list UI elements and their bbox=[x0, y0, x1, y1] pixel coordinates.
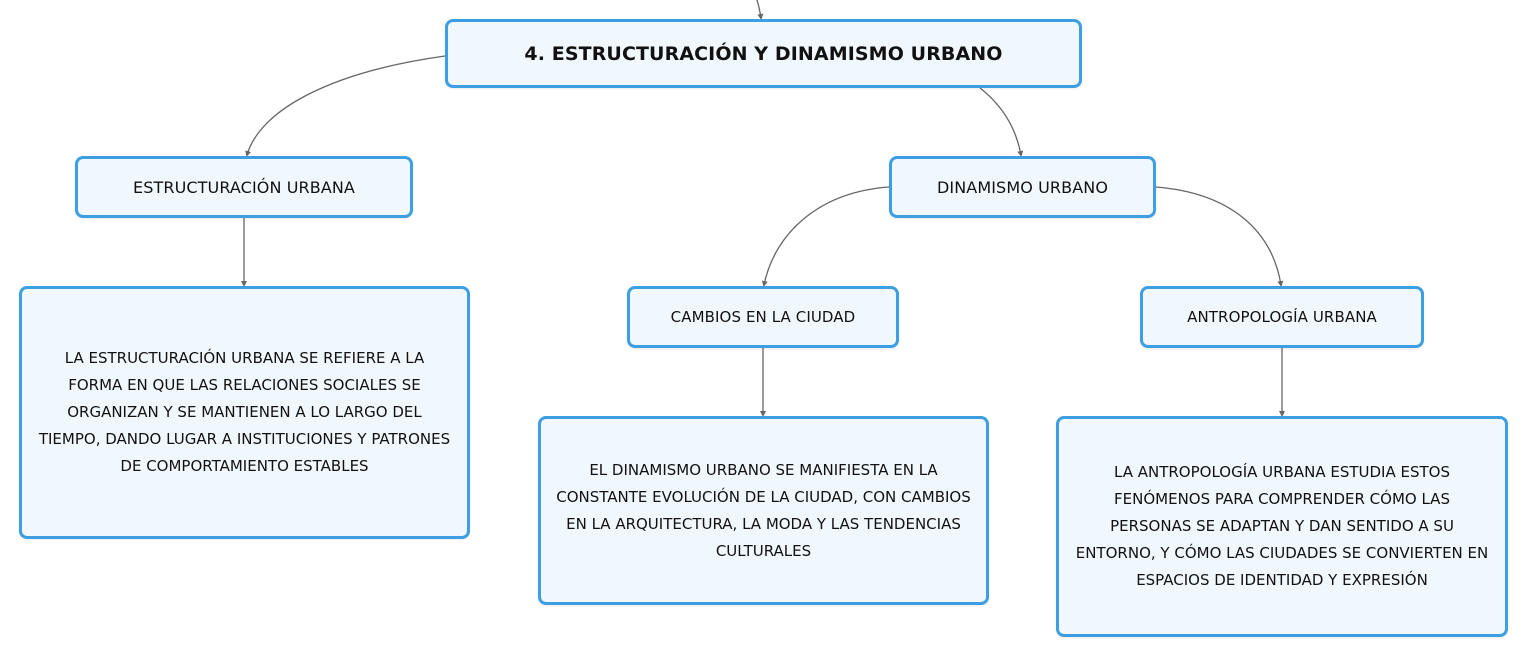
cambios-en-la-ciudad-label: CAMBIOS EN LA CIUDAD bbox=[670, 308, 856, 326]
connector-incoming-root bbox=[756, 0, 764, 20]
root-topic-title: 4. ESTRUCTURACIÓN Y DINAMISMO URBANO bbox=[524, 42, 1003, 65]
root-topic-node[interactable]: 4. ESTRUCTURACIÓN Y DINAMISMO URBANO bbox=[445, 19, 1082, 88]
connector-root-to-dinamismo bbox=[979, 87, 1024, 157]
antropologia-urbana-node[interactable]: ANTROPOLOGÍA URBANA bbox=[1140, 286, 1424, 348]
dinamismo-urbano-label: DINAMISMO URBANO bbox=[936, 177, 1109, 197]
estructuracion-urbana-node[interactable]: ESTRUCTURACIÓN URBANA bbox=[75, 156, 413, 218]
estructuracion-description-text: LA ESTRUCTURACIÓN URBANA SE REFIERE A LA… bbox=[38, 349, 451, 475]
antropologia-description-node[interactable]: LA ANTROPOLOGÍA URBANA ESTUDIA ESTOS FEN… bbox=[1056, 416, 1508, 637]
connector-dinamismo-to-cambios bbox=[761, 186, 890, 287]
connector-root-to-estructuracion bbox=[245, 55, 446, 157]
connector-dinamismo-to-antropologia bbox=[1155, 186, 1284, 287]
antropologia-description-text: LA ANTROPOLOGÍA URBANA ESTUDIA ESTOS FEN… bbox=[1075, 463, 1489, 589]
estructuracion-urbana-label: ESTRUCTURACIÓN URBANA bbox=[133, 177, 355, 197]
estructuracion-description-node[interactable]: LA ESTRUCTURACIÓN URBANA SE REFIERE A LA… bbox=[19, 286, 470, 539]
antropologia-urbana-label: ANTROPOLOGÍA URBANA bbox=[1187, 308, 1377, 326]
cambios-en-la-ciudad-node[interactable]: CAMBIOS EN LA CIUDAD bbox=[627, 286, 899, 348]
dinamismo-urbano-node[interactable]: DINAMISMO URBANO bbox=[889, 156, 1156, 218]
cambios-description-node[interactable]: EL DINAMISMO URBANO SE MANIFIESTA EN LA … bbox=[538, 416, 989, 605]
cambios-description-text: EL DINAMISMO URBANO SE MANIFIESTA EN LA … bbox=[556, 460, 971, 560]
